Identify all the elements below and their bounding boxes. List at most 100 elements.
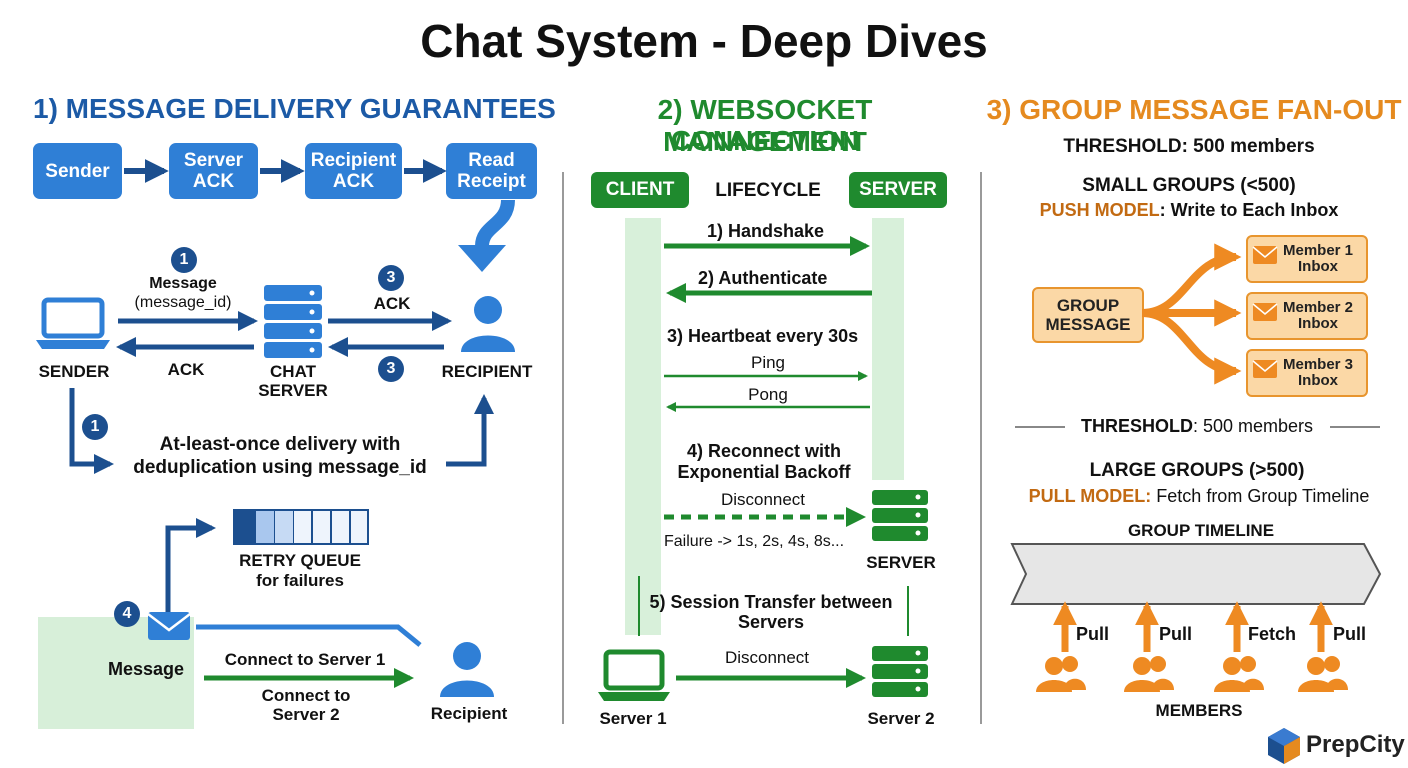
- retry-arrow: [165, 518, 216, 612]
- dedup-line-2: deduplication using message_id: [133, 457, 427, 478]
- flow-sender-box: Sender: [33, 143, 122, 199]
- section1-heading: 1) MESSAGE DELIVERY GUARANTEES: [33, 93, 556, 124]
- action-pull-2: Pull: [1159, 624, 1193, 644]
- message-box-label: Message: [107, 659, 185, 679]
- member-3-inbox: Member 3 Inbox: [1246, 349, 1368, 397]
- connect-server-1-label: Connect to Server 1: [224, 650, 386, 669]
- step-badge-3-top: 3: [378, 265, 404, 291]
- dedup-arrow-right: [446, 394, 494, 467]
- prepcity-logo-icon: [1268, 728, 1300, 764]
- laptop-icon: [598, 649, 670, 701]
- flow-read-receipt-box: Read Receipt: [446, 143, 537, 199]
- flow-recipient-ack-label: Recipient ACK: [310, 150, 397, 192]
- read-receipt-arrowhead: [458, 245, 506, 272]
- timeline-ellipsis: ...: [1333, 558, 1353, 583]
- member-1-inbox: Member 1 Inbox: [1246, 235, 1368, 283]
- recipient-bottom-label: Recipient: [430, 704, 508, 723]
- pull-model-line: PULL MODEL: Fetch from Group Timeline: [1004, 486, 1394, 507]
- laptop-icon: [36, 297, 110, 349]
- page-title: Chat System - Deep Dives: [420, 15, 988, 67]
- timeline-item-1-label: GROUP MESSAGE: [1046, 560, 1117, 592]
- step-badge-3-bottom: 3: [378, 356, 404, 382]
- pull-model-rest: Fetch from Group Timeline: [1151, 486, 1370, 506]
- server-pill-label: SERVER: [859, 179, 937, 200]
- server-label: SERVER: [866, 553, 936, 572]
- client-pill: CLIENT: [591, 172, 689, 208]
- client-label: CLIENT: [605, 179, 675, 200]
- disconnect-2-label: Disconnect: [724, 648, 810, 667]
- flow-sender-label: Sender: [45, 160, 110, 182]
- brand-name: PrepCity: [1306, 731, 1405, 758]
- flow-read-receipt-label: Read Receipt: [457, 150, 526, 192]
- message-id-label: (message_id): [134, 294, 232, 311]
- threshold-mid-rest: : 500 members: [1192, 416, 1314, 436]
- threshold-divider-left: [1015, 426, 1065, 428]
- recipient-user-icon: [440, 642, 494, 697]
- handshake-label: 1) Handshake: [707, 221, 825, 241]
- timeline-item-1: GROUP MESSAGE: [1037, 552, 1127, 600]
- timeline-item-2: GROUP MESSAGE: [1133, 552, 1223, 600]
- members-label: MEMBERS: [1155, 701, 1243, 720]
- ping-label: Ping: [750, 353, 786, 372]
- retry-queue-sub: for failures: [256, 571, 344, 590]
- reconnect-line-2: Exponential Backoff: [677, 462, 851, 482]
- ack-top-label: ACK: [373, 294, 411, 313]
- step-badge-4: 4: [114, 601, 140, 627]
- pull-model-label: PULL MODEL:: [1028, 486, 1152, 506]
- member-2-inbox-label: Member 2 Inbox: [1282, 299, 1354, 332]
- step-badge-1: 1: [171, 247, 197, 273]
- flow-server-ack-box: Server ACK: [169, 143, 258, 199]
- action-pull-1: Pull: [1076, 624, 1110, 644]
- authenticate-label: 2) Authenticate: [698, 268, 828, 288]
- heartbeat-label: 3) Heartbeat every 30s: [667, 326, 859, 346]
- server-icon: [872, 646, 928, 697]
- group-timeline-label: GROUP TIMELINE: [1127, 521, 1275, 540]
- sender-label: SENDER: [38, 362, 110, 381]
- message-to-recipient-line: [196, 624, 422, 647]
- connect-server-2-line-1: Connect to: [261, 686, 351, 705]
- retry-queue-label: RETRY QUEUE: [239, 551, 361, 570]
- flow-server-ack-label: Server ACK: [183, 150, 244, 192]
- group-message-box: GROUP MESSAGE: [1032, 287, 1144, 343]
- server-pill: SERVER: [849, 172, 947, 208]
- timeline-item-3-label: GROUP MESSAGE: [1238, 560, 1309, 592]
- timeline-item-3: GROUP MESSAGE: [1229, 552, 1319, 600]
- server-1-label: Server 1: [599, 709, 667, 728]
- server-icon: [872, 490, 928, 541]
- member-3-inbox-label: Member 3 Inbox: [1282, 356, 1354, 389]
- message-label: Message: [149, 275, 217, 292]
- action-fetch: Fetch: [1248, 624, 1297, 644]
- group-message-label: GROUP MESSAGE: [1045, 296, 1131, 334]
- action-pull-3: Pull: [1333, 624, 1367, 644]
- step-badge-1-bottom: 1: [82, 414, 108, 440]
- section2-heading-line-1: 2) WEBSOCKET CONNECTION: [657, 94, 873, 156]
- fanout-arrow-1: [1141, 243, 1242, 317]
- session-transfer-line-1: 5) Session Transfer between: [649, 592, 893, 612]
- server-icon: [264, 285, 322, 358]
- push-model-rest: : Write to Each Inbox: [1159, 200, 1339, 220]
- dedup-line-1: At-least-once delivery with: [159, 434, 401, 455]
- chat-server-label: CHAT SERVER: [258, 362, 328, 400]
- column-separator-1: [562, 172, 564, 724]
- recipient-label: RECIPIENT: [441, 362, 533, 381]
- disconnect-label: Disconnect: [720, 490, 806, 509]
- connect-server-2-line-2: Server 2: [272, 705, 340, 724]
- lifecycle-label: LIFECYCLE: [715, 180, 821, 201]
- pong-label: Pong: [748, 385, 788, 404]
- flow-recipient-ack-box: Recipient ACK: [305, 143, 402, 199]
- retry-queue-icon: [233, 509, 369, 545]
- small-groups-label: SMALL GROUPS (<500): [1082, 175, 1296, 196]
- large-groups-label: LARGE GROUPS (>500): [1089, 460, 1305, 481]
- push-model-label: PUSH MODEL: [1039, 200, 1160, 220]
- timeline-item-2-label: GROUP MESSAGE: [1142, 560, 1213, 592]
- threshold-mid-line: THRESHOLD: 500 members: [1066, 416, 1328, 437]
- ack-left-label: ACK: [167, 360, 205, 379]
- server-lifeline: [872, 218, 904, 480]
- fanout-arrow-3: [1141, 309, 1242, 385]
- push-model-line: PUSH MODEL: Write to Each Inbox: [1004, 200, 1374, 221]
- threshold-divider-right: [1330, 426, 1380, 428]
- client-lifeline: [625, 218, 661, 635]
- section3-heading: 3) GROUP MESSAGE FAN-OUT: [986, 94, 1402, 125]
- server-2-label: Server 2: [867, 709, 935, 728]
- session-transfer-line-2: Servers: [737, 612, 805, 632]
